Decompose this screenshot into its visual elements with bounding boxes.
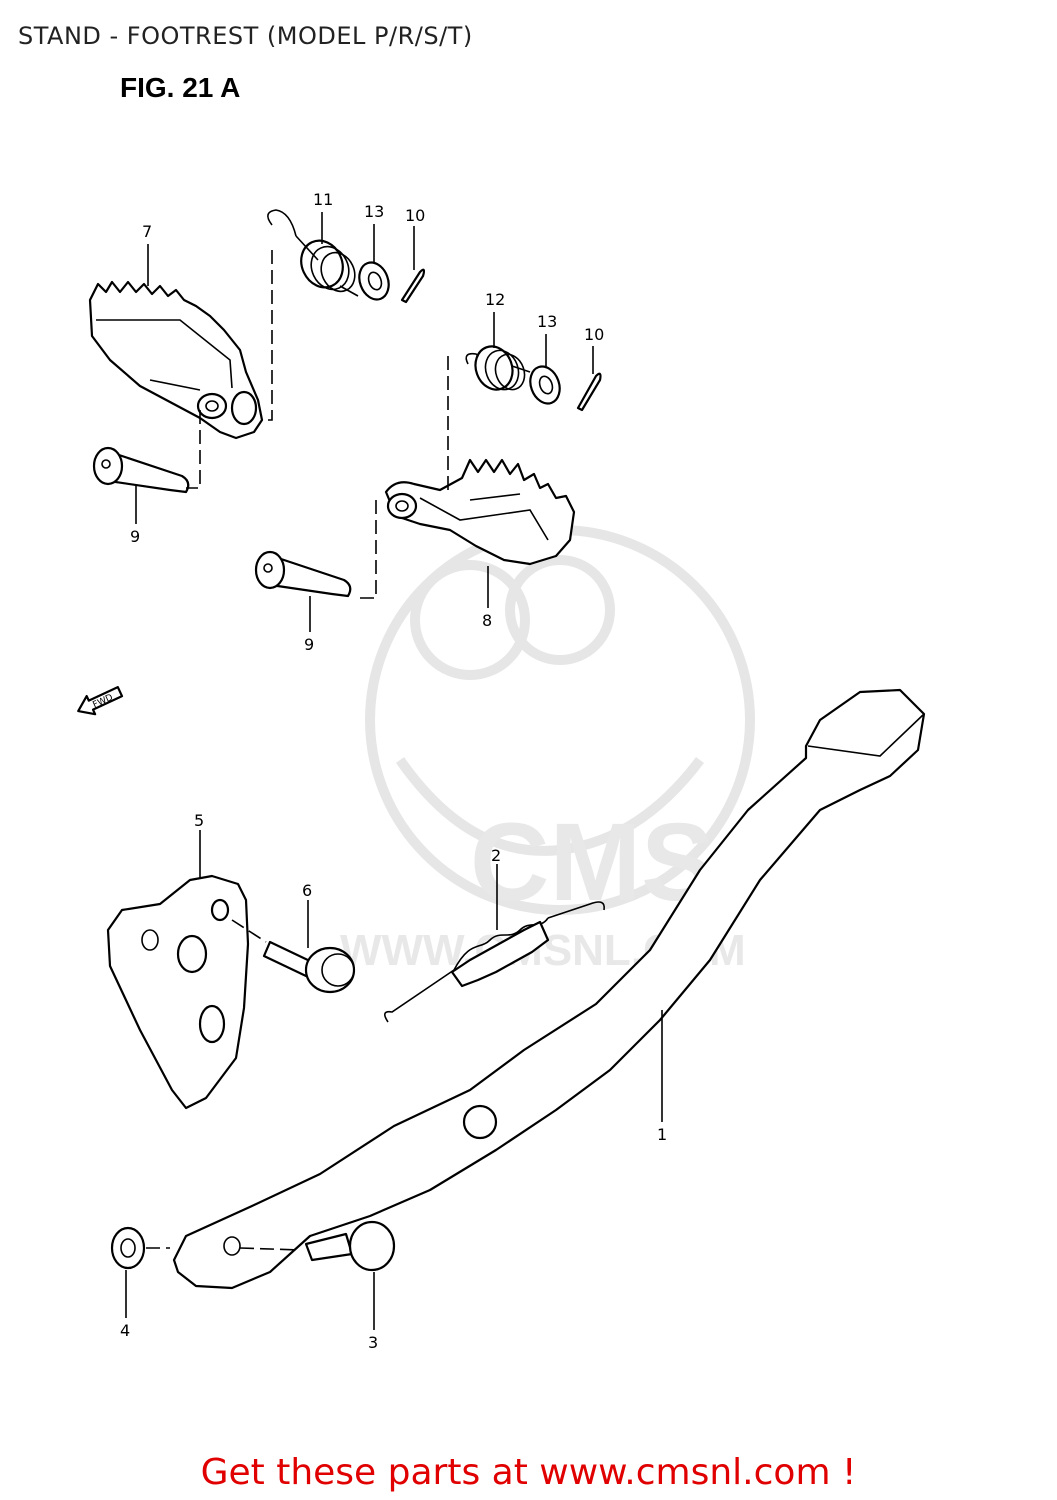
callout-labels: 11 13 10 7 12 13 10 9 8 9 5 6 2 1 4 3 [120,190,667,1352]
part-9-pin-upper [92,446,190,494]
part-8-footrest-right [384,458,576,566]
part-10-cotter-pin-lower [576,372,602,412]
part-5-bracket [106,874,250,1110]
page-title: STAND - FOOTREST (MODEL P/R/S/T) [18,22,473,50]
part-9-pin-lower [254,550,352,598]
part-11-spring [267,209,359,297]
part-12-spring [465,345,531,391]
callout-2: 2 [491,846,501,865]
part-2-spring [384,901,606,1023]
exploded-parts-diagram: CMS WWW.CMSNL.COM [77,190,926,1352]
callout-10-lower: 10 [584,325,604,344]
part-13-washer-upper [358,261,390,301]
callout-5: 5 [194,811,204,830]
callout-11: 11 [313,190,333,209]
callout-1: 1 [657,1125,667,1144]
callout-12: 12 [485,290,505,309]
fwd-label: FWD [91,693,114,711]
callout-4: 4 [120,1321,130,1340]
callout-8: 8 [482,611,492,630]
callout-7: 7 [142,222,152,241]
part-7-footrest-left [88,280,264,440]
part-13-washer-lower [529,365,561,405]
callout-13-lower: 13 [537,312,557,331]
leader-lines [125,212,663,1330]
part-10-cotter-pin-upper [400,268,426,304]
callout-9-upper: 9 [130,527,140,546]
callout-9-lower: 9 [304,635,314,654]
part-3-pivot-bolt [304,1220,396,1272]
footer-cta-link[interactable]: Get these parts at www.cmsnl.com ! [200,1452,857,1493]
part-6-bolt [262,940,356,994]
callout-13-upper: 13 [364,202,384,221]
fwd-arrow-icon: FWD [77,685,124,716]
part-4-nut [110,1226,146,1270]
part-1-main-stand [172,688,926,1290]
callout-10-upper: 10 [405,206,425,225]
callout-3: 3 [368,1333,378,1352]
figure-label: FIG. 21 A [120,72,241,103]
callout-6: 6 [302,881,312,900]
